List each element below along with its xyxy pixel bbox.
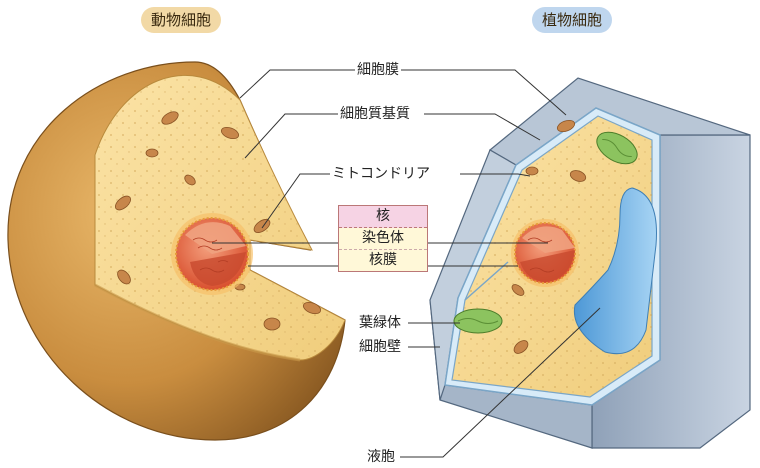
plant-cell: [430, 78, 750, 448]
label-chloroplast: 葉緑体: [357, 314, 403, 332]
label-chromosome: 染色体: [339, 228, 427, 250]
label-nuclear-membrane: 核膜: [339, 250, 427, 271]
nucleus-legend-box: 核 染色体 核膜: [338, 205, 428, 272]
label-cytoplasm: 細胞質基質: [338, 105, 412, 123]
mitochondrion: [264, 318, 280, 330]
label-cell-membrane: 細胞膜: [355, 61, 401, 79]
chloroplast: [454, 309, 502, 333]
animal-cell-title: 動物細胞: [141, 7, 221, 33]
animal-nucleus: [171, 213, 253, 295]
leader-cell-membrane-animal: [240, 70, 355, 98]
mitochondrion: [146, 149, 158, 157]
label-cell-wall: 細胞壁: [357, 338, 403, 356]
plant-nucleus: [511, 219, 579, 287]
plant-cell-title: 植物細胞: [532, 7, 612, 33]
mitochondrion: [526, 167, 538, 175]
animal-cell: [8, 62, 345, 440]
nucleus-header: 核: [339, 206, 427, 228]
label-mitochondria: ミトコンドリア: [330, 165, 432, 183]
label-vacuole: 液胞: [365, 448, 397, 466]
